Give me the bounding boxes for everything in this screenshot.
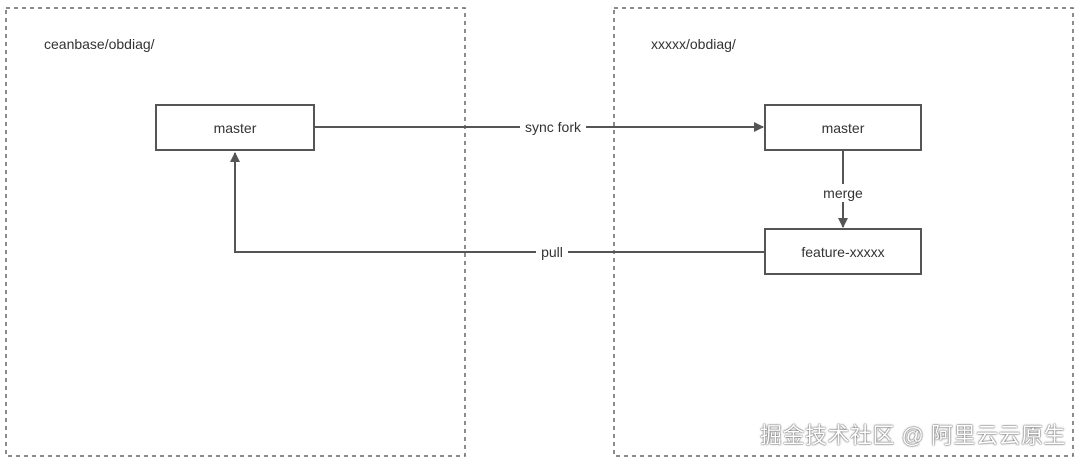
upstream-master-node: master <box>155 104 315 151</box>
fork-repo-container <box>613 7 1074 457</box>
upstream-repo-container <box>5 7 466 457</box>
merge-label: merge <box>823 185 863 201</box>
sync-fork-label: sync fork <box>525 119 582 135</box>
watermark-text: 掘金技术社区 @ 阿里云云原生 <box>759 423 1066 448</box>
pull-label: pull <box>541 244 563 260</box>
fork-master-label: master <box>822 120 865 136</box>
upstream-master-label: master <box>214 120 257 136</box>
feature-branch-label: feature-xxxxx <box>801 244 884 260</box>
pull-arrow <box>230 152 765 253</box>
fork-repo-label: xxxxx/obdiag/ <box>651 36 736 52</box>
upstream-repo-label: ceanbase/obdiag/ <box>44 36 155 52</box>
feature-branch-node: feature-xxxxx <box>764 228 922 275</box>
fork-master-node: master <box>764 104 922 151</box>
